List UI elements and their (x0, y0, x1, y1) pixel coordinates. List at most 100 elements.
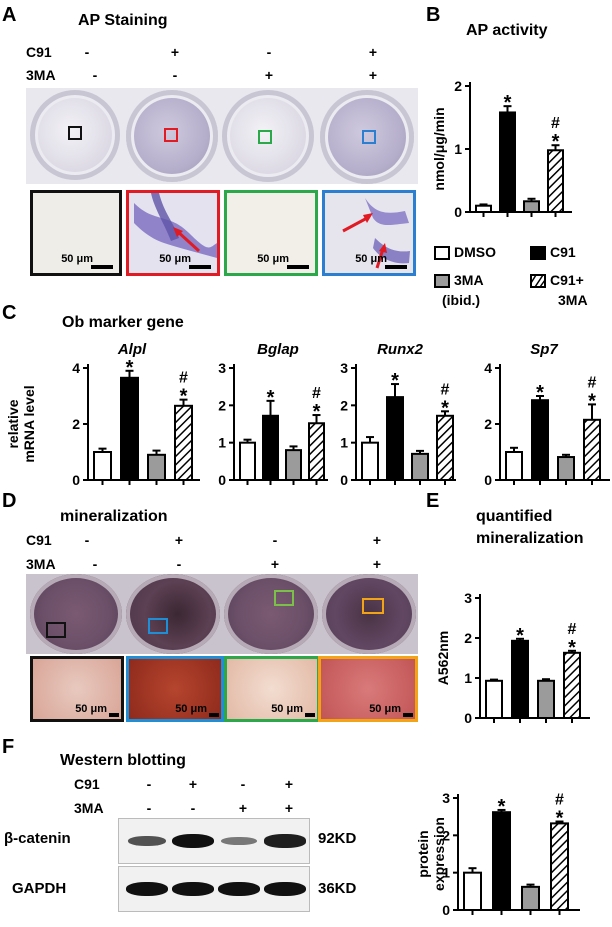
blot-band (126, 882, 168, 896)
ap-inset-c91: 50 μm (126, 190, 220, 276)
scale-bar (287, 265, 309, 269)
bar (557, 456, 575, 481)
panel-d-c91-sign: + (174, 532, 184, 548)
significance-star: * (552, 131, 560, 153)
panel-a-3ma-sign: - (172, 67, 178, 83)
ap-roi-box (164, 128, 178, 142)
legend-swatch-black (530, 246, 546, 260)
ap-well-c91-3ma (320, 90, 414, 184)
panel-d-3ma-sign: + (270, 556, 280, 572)
bar (511, 639, 529, 719)
legend-swatch-hatch (530, 274, 546, 288)
blot-protein-label: β-catenin (4, 830, 71, 847)
panel-a-3ma-label: 3MA (26, 67, 56, 83)
panel-d-3ma-sign: + (372, 556, 382, 572)
mineral-roi-box (46, 622, 66, 638)
legend-label: 3MA (454, 272, 484, 288)
scale-label: 50 μm (355, 253, 387, 265)
stain-pattern (342, 198, 410, 269)
panel-a-c91-sign: - (84, 44, 90, 60)
ap-well-3ma (222, 90, 314, 182)
panel-d-title: mineralization (60, 508, 168, 525)
panel-a-c91-sign: + (368, 44, 378, 60)
significance-star: * (313, 401, 321, 423)
bar (485, 679, 503, 720)
blot-band (264, 834, 306, 848)
bar (120, 376, 139, 481)
mineral-inset-c91: 50 μm (126, 656, 224, 722)
ap-inset-dmso: 50 μm (30, 190, 122, 276)
panel-f-3ma-sign: - (146, 800, 152, 816)
scale-bar (109, 713, 119, 717)
mineral-roi-box (274, 590, 294, 606)
scale-label: 50 μm (175, 703, 207, 715)
panel-a-c91-sign: + (170, 44, 180, 60)
panel-a-3ma-sign: + (264, 67, 274, 83)
chart-title: Alpl (117, 341, 147, 358)
blot-size-label: 36KD (318, 880, 357, 897)
blot-size-label: 92KD (318, 830, 357, 847)
mineral-inset-3ma: 50 μm (224, 656, 320, 722)
y-tick-label: 3 (464, 590, 472, 606)
panel-f-3ma-sign: - (190, 800, 196, 816)
mineral-inset-dmso: 50 μm (30, 656, 124, 722)
panel-b-title: AP activity (466, 22, 548, 39)
y-tick-label: 0 (72, 472, 80, 488)
y-axis-label: A562nm (435, 631, 451, 685)
significance-hash: # (551, 115, 560, 132)
scale-bar (403, 713, 413, 717)
bar (174, 404, 193, 481)
panel-d-c91-sign: - (272, 532, 278, 548)
scale-label: 50 μm (159, 253, 191, 265)
ap-roi-box (258, 130, 272, 144)
legend-sublabel: 3MA (558, 292, 588, 308)
ap-inset-3ma: 50 μm (224, 190, 318, 276)
bar (521, 885, 540, 911)
bar (550, 822, 569, 911)
blot-band (127, 835, 167, 847)
panel-c-title: Ob marker gene (62, 314, 184, 331)
bar (537, 679, 555, 720)
western-blot-gapdh (118, 866, 310, 912)
panel-f-c91-label: C91 (74, 776, 100, 792)
blot-band (218, 882, 260, 896)
bar (583, 418, 601, 482)
panel-d-3ma-label: 3MA (26, 556, 56, 572)
significance-star: * (441, 397, 449, 419)
y-axis-label: nmol/μg/min (431, 107, 447, 190)
y-tick-label: 2 (340, 397, 348, 413)
blot-band (220, 836, 258, 846)
significance-star: * (498, 796, 506, 818)
panel-letter-e: E (426, 490, 440, 512)
significance-hash: # (312, 385, 321, 402)
scale-bar (189, 265, 211, 269)
legend-swatch-gray (434, 274, 450, 288)
panel-f-c91-sign: + (188, 776, 198, 792)
bar (523, 200, 540, 213)
scale-label: 50 μm (61, 253, 93, 265)
significance-hash: # (179, 370, 188, 387)
scale-label: 50 μm (369, 703, 401, 715)
bar (531, 399, 549, 481)
y-tick-label: 4 (72, 360, 80, 376)
y-axis-label: expression (431, 817, 447, 891)
legend: DMSO C91 3MA (ibid.) C91+ 3MA (432, 240, 610, 320)
significance-star: * (391, 370, 399, 392)
ap-well-c91 (126, 90, 218, 182)
significance-star: * (568, 637, 576, 659)
scale-label: 50 μm (257, 253, 289, 265)
y-axis-label: mRNA level (21, 385, 37, 462)
panel-a-c91-label: C91 (26, 44, 52, 60)
legend-label: DMSO (454, 244, 496, 260)
bar (147, 453, 166, 482)
panel-f-3ma-sign: + (284, 800, 294, 816)
bar (262, 414, 279, 481)
legend-label: C91 (550, 244, 576, 260)
bar (436, 414, 454, 481)
panel-f-c91-sign: - (240, 776, 246, 792)
ap-well-dmso (30, 90, 120, 180)
